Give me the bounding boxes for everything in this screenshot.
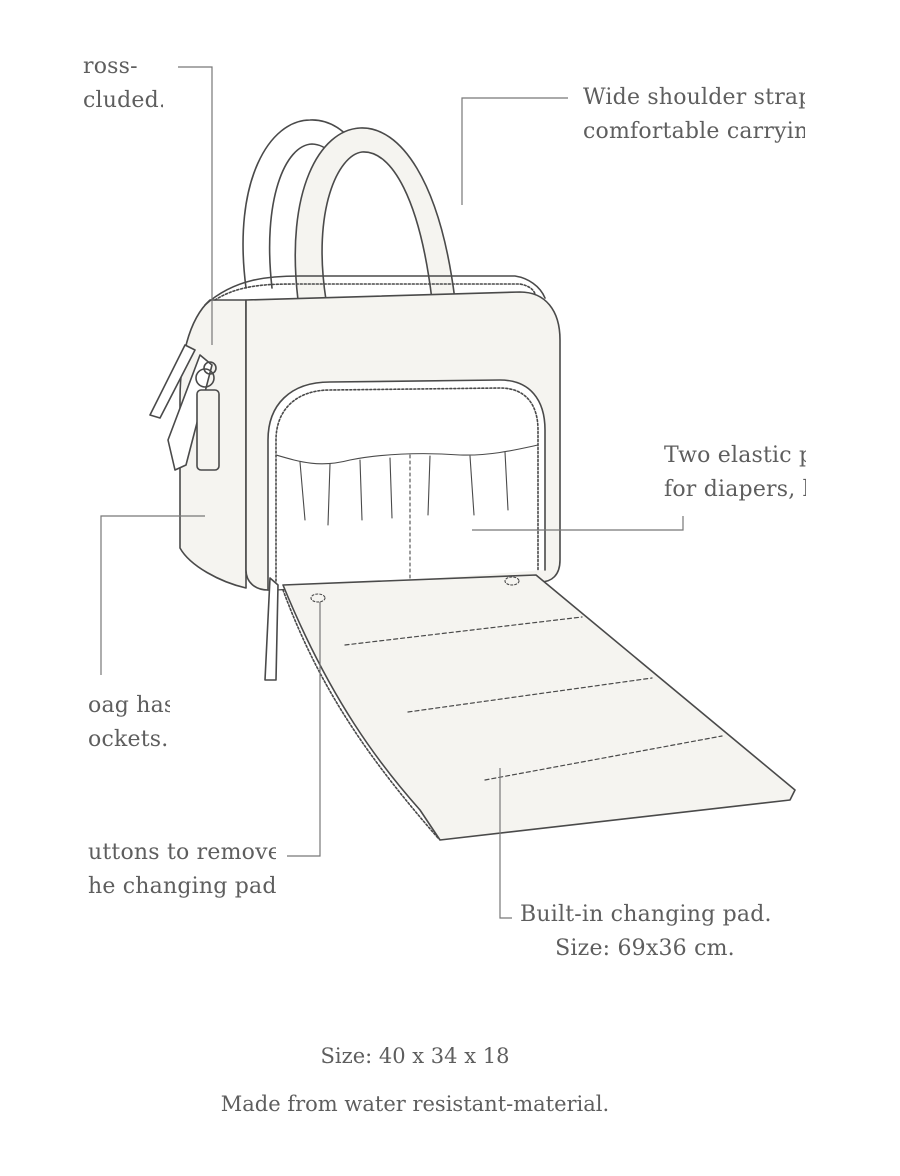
- footer-size: Size: 40 x 34 x 18: [320, 1044, 510, 1068]
- leader-buttons: [287, 602, 321, 857]
- pocket-opening: [267, 379, 546, 591]
- callout-bag-pockets: oag has ockets.: [88, 689, 170, 757]
- leader-shoulder-straps: [461, 97, 568, 205]
- leader-bag-pockets: [100, 515, 205, 675]
- changing-pad: [282, 574, 796, 841]
- callout-bag-pockets-line2: ockets.: [88, 727, 169, 752]
- callout-crossbody-line2: cluded.: [83, 88, 163, 113]
- callout-changing-pad-line2: Size: 69x36 cm.: [555, 936, 735, 961]
- leader-changing-pad: [499, 768, 512, 919]
- callout-changing-pad-line1: Built-in changing pad.: [520, 902, 772, 927]
- callout-buttons-line1: uttons to remove: [88, 840, 276, 865]
- callout-shoulder-straps-line2: comfortable carrying.: [583, 119, 805, 144]
- callout-bag-pockets-line1: oag has: [88, 693, 170, 718]
- callout-crossbody: ross- cluded.: [83, 50, 163, 118]
- callout-crossbody-line1: ross-: [83, 54, 138, 79]
- callout-buttons-line2: he changing pad.: [88, 874, 276, 899]
- callout-shoulder-straps: Wide shoulder straps comfortable carryin…: [583, 81, 805, 149]
- side-zip-pulls: [149, 344, 220, 471]
- pad-snap-buttons: [310, 576, 520, 603]
- leader-elastic-pockets: [472, 516, 684, 531]
- callout-elastic-pockets-line1: Two elastic po: [664, 443, 806, 468]
- callout-changing-pad: Built-in changing pad. Size: 69x36 cm.: [520, 898, 772, 966]
- footer-material: Made from water resistant-material.: [220, 1092, 610, 1116]
- callout-elastic-pockets: Two elastic po for diapers, ba: [664, 439, 806, 507]
- top-zipper: [214, 283, 537, 301]
- front-zip-pull: [264, 577, 279, 681]
- callout-elastic-pockets-line2: for diapers, ba: [664, 477, 806, 502]
- leader-lines: [100, 66, 684, 919]
- elastic-pockets: [275, 444, 539, 579]
- pad-fold-lines: [344, 616, 723, 781]
- callout-buttons: uttons to remove he changing pad.: [88, 836, 276, 904]
- leader-crossbody: [178, 66, 213, 345]
- callout-shoulder-straps-line1: Wide shoulder straps: [583, 85, 805, 110]
